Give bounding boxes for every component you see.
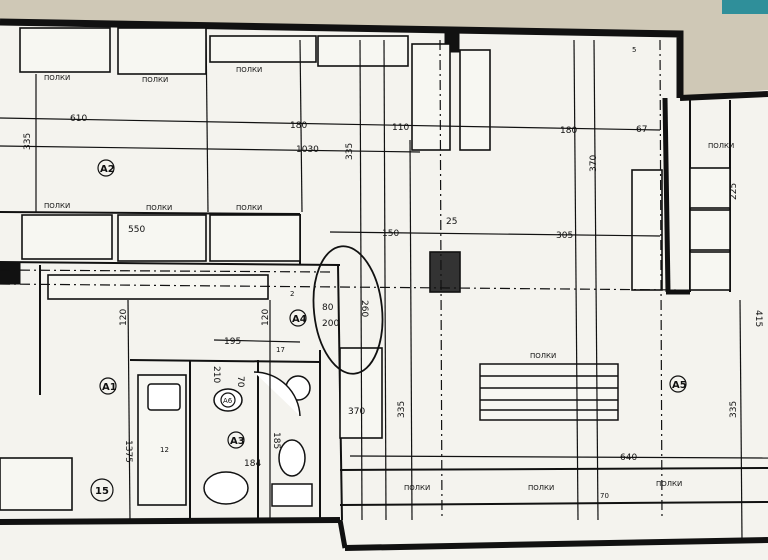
room-label-a2: A2 [100,164,115,175]
dim-1375: 1375 [123,440,133,463]
dim-260: 260 [359,300,369,317]
room-number-15: 15 [95,486,109,497]
highlight-ellipse [312,245,384,375]
dim-5: 5 [632,46,636,54]
dim-210: 210 [211,366,221,383]
cabinets [0,27,731,511]
dim-1030: 1030 [296,145,319,155]
dim-200: 200 [322,319,339,329]
note-1: ПОЛКИ [44,74,70,82]
note-4: ПОЛКИ [44,202,70,210]
dim-120-a: 120 [119,309,129,326]
dim-2: 2 [290,290,294,298]
room-tags: A2 A1 A3 A4 A5 A6 15 [90,159,687,502]
dim-110: 110 [392,123,409,133]
dim-550: 550 [128,225,145,235]
note-5: ПОЛКИ [146,204,172,212]
room-label-a6: A6 [223,397,233,405]
dim-70: 70 [235,376,245,388]
dim-335-c: 335 [397,401,407,418]
note-11: ПОЛКИ [656,480,682,488]
dim-370-b: 370 [348,407,365,417]
drawing-sheet [0,20,768,560]
furniture-notes: ПОЛКИ ПОЛКИ ПОЛКИ ПОЛКИ ПОЛКИ ПОЛКИ ПОЛК… [44,66,734,492]
dim-180-b: 180 [560,126,577,136]
dim-335-a: 335 [23,133,33,150]
dim-225: 225 [729,183,739,200]
note-8: ПОЛКИ [530,352,556,360]
dim-184: 184 [244,459,261,469]
note-10: ПОЛКИ [528,484,554,492]
dim-640: 640 [620,453,637,463]
dim-180-a: 180 [290,121,307,131]
axis-lines [0,39,681,521]
dim-67: 67 [636,125,647,135]
room-label-a3: A3 [230,436,245,447]
dim-185: 185 [271,432,281,449]
note-3: ПОЛКИ [236,66,262,74]
note-2: ПОЛКИ [142,76,168,84]
note-9: ПОЛКИ [404,484,430,492]
dim-120-b: 120 [261,309,271,326]
room-label-a5: A5 [672,380,687,391]
dimension-texts: 610 180 110 180 1030 335 335 335 335 150… [23,46,763,500]
dim-305: 305 [556,231,573,241]
outer-walls [0,18,768,551]
dim-370-a: 370 [589,155,599,172]
dim-70b: 70 [600,492,609,500]
screen-corner-glow [722,0,768,14]
shelf-unit [479,363,619,421]
dim-80: 80 [322,303,334,313]
room-label-a1: A1 [102,382,117,393]
room-label-a4: A4 [292,314,307,325]
dimension-lines [0,27,768,541]
dim-25: 25 [446,217,457,227]
dim-335-d: 335 [729,401,739,418]
fixtures [147,371,313,507]
dim-150: 150 [382,229,399,239]
note-7: ПОЛКИ [708,142,734,150]
note-6: ПОЛКИ [236,204,262,212]
dim-195: 195 [224,337,241,347]
dim-12: 12 [160,446,169,454]
dim-335-b: 335 [345,143,355,160]
dim-415: 415 [753,310,763,327]
dim-17: 17 [276,346,285,354]
dim-610: 610 [70,114,87,124]
